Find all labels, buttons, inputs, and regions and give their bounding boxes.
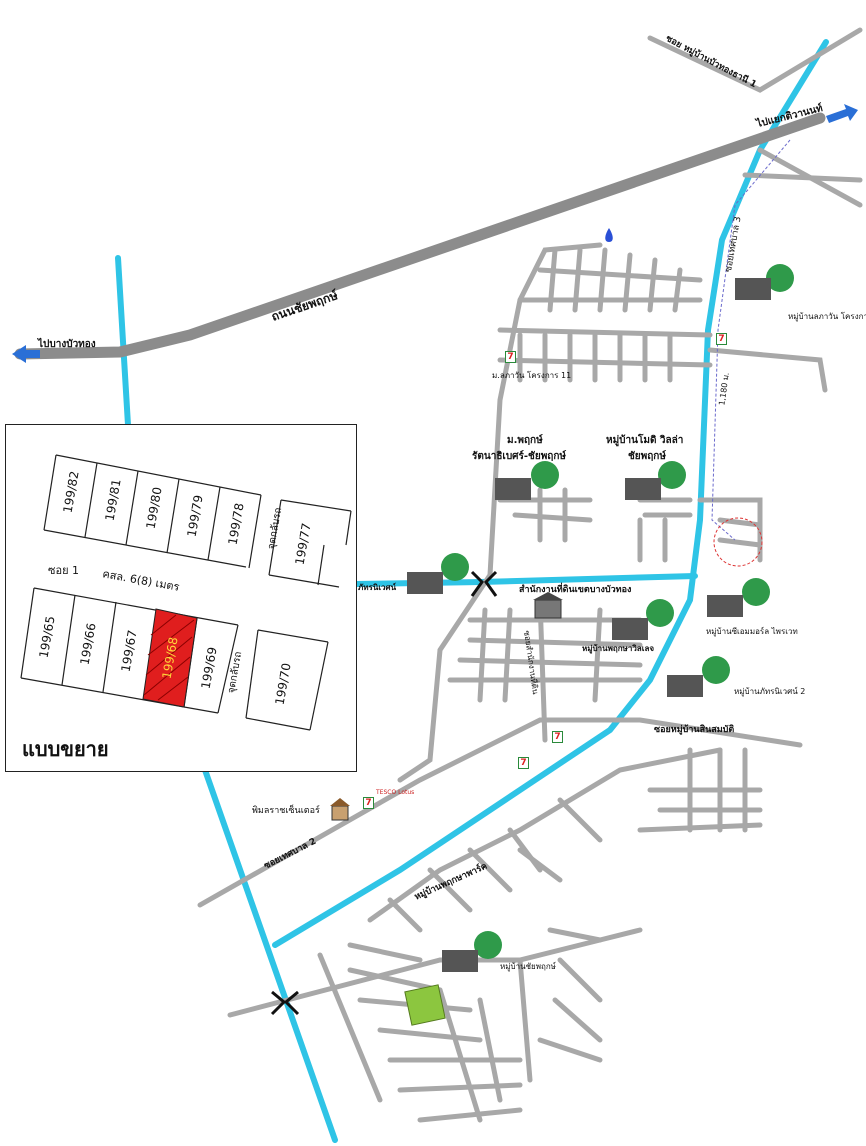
arrow-right-icon: [826, 104, 858, 123]
village-icon: [625, 461, 686, 500]
seven-eleven-icon: 7: [363, 797, 374, 809]
place-label: หมู่บ้านลภาวัน โครงการ: [788, 312, 866, 321]
place-label: ม.พฤกษ์: [507, 435, 543, 446]
place-label: พิมลราชเซ็นเตอร์: [252, 806, 320, 816]
place-label: ม.ลภาวัน โครงการ 11: [492, 371, 572, 380]
inset-title: แบบขยาย: [22, 737, 109, 761]
place-label: หมู่บ้านพฤกษาวิลเลจ: [582, 644, 655, 653]
village-icon: [667, 656, 730, 697]
place-label: หมู่บ้านโมดิ วิลล่า: [606, 435, 684, 446]
target-plot[interactable]: [404, 984, 446, 1026]
tesco-logo: TESCO Lotus: [376, 789, 415, 796]
place-label: หมู่บ้านชัยพฤกษ์: [500, 962, 556, 971]
shop-icon: [330, 798, 350, 821]
inset-lot-plan: [20, 454, 352, 731]
highlighted-lot[interactable]: [142, 608, 198, 708]
village-icon: [495, 461, 559, 500]
local-roads: [197, 27, 863, 1123]
inset-enlargement: 199/82 199/81 199/80 199/79 199/78 จุดกล…: [5, 424, 357, 772]
village-icon: [612, 599, 674, 640]
to-bang-bua-thong-label: ไปบางบัวทอง: [38, 339, 96, 350]
seven-eleven-icon: 7: [552, 731, 563, 743]
seven-eleven-icon: 7: [505, 351, 516, 363]
land-office-icon: [533, 592, 563, 619]
place-label: ภัทรนิเวศน์: [358, 583, 397, 592]
arrow-left-icon: [12, 345, 40, 363]
seven-eleven-icon: 7: [518, 757, 529, 769]
place-label: หมู่บ้านภัทรนิเวศน์ 2: [734, 687, 806, 696]
place-label: หมู่บ้านซีเอมมอร์ล ไพรเวท: [706, 627, 798, 636]
place-label: รัตนาธิเบศร์-ชัยพฤกษ์: [472, 451, 566, 462]
village-icon: [707, 578, 770, 617]
soi-label: ซอย 1: [48, 564, 80, 577]
seven-eleven-icon: 7: [716, 333, 727, 345]
place-label: สำนักงานที่ดินเขตบางบัวทอง: [519, 585, 632, 595]
chaiyapruk-highway: [14, 112, 826, 360]
gas-station-icon: [605, 228, 613, 242]
soi-sinsombat-label: ซอยหมู่บ้านสินสมบัติ: [654, 725, 735, 735]
place-label: ชัยพฤกษ์: [628, 451, 666, 462]
bridge-icon: [270, 570, 498, 1016]
village-icon: [442, 931, 502, 972]
village-icon: [735, 264, 794, 300]
highlight-circle: [713, 517, 763, 567]
village-icon: [407, 553, 469, 594]
